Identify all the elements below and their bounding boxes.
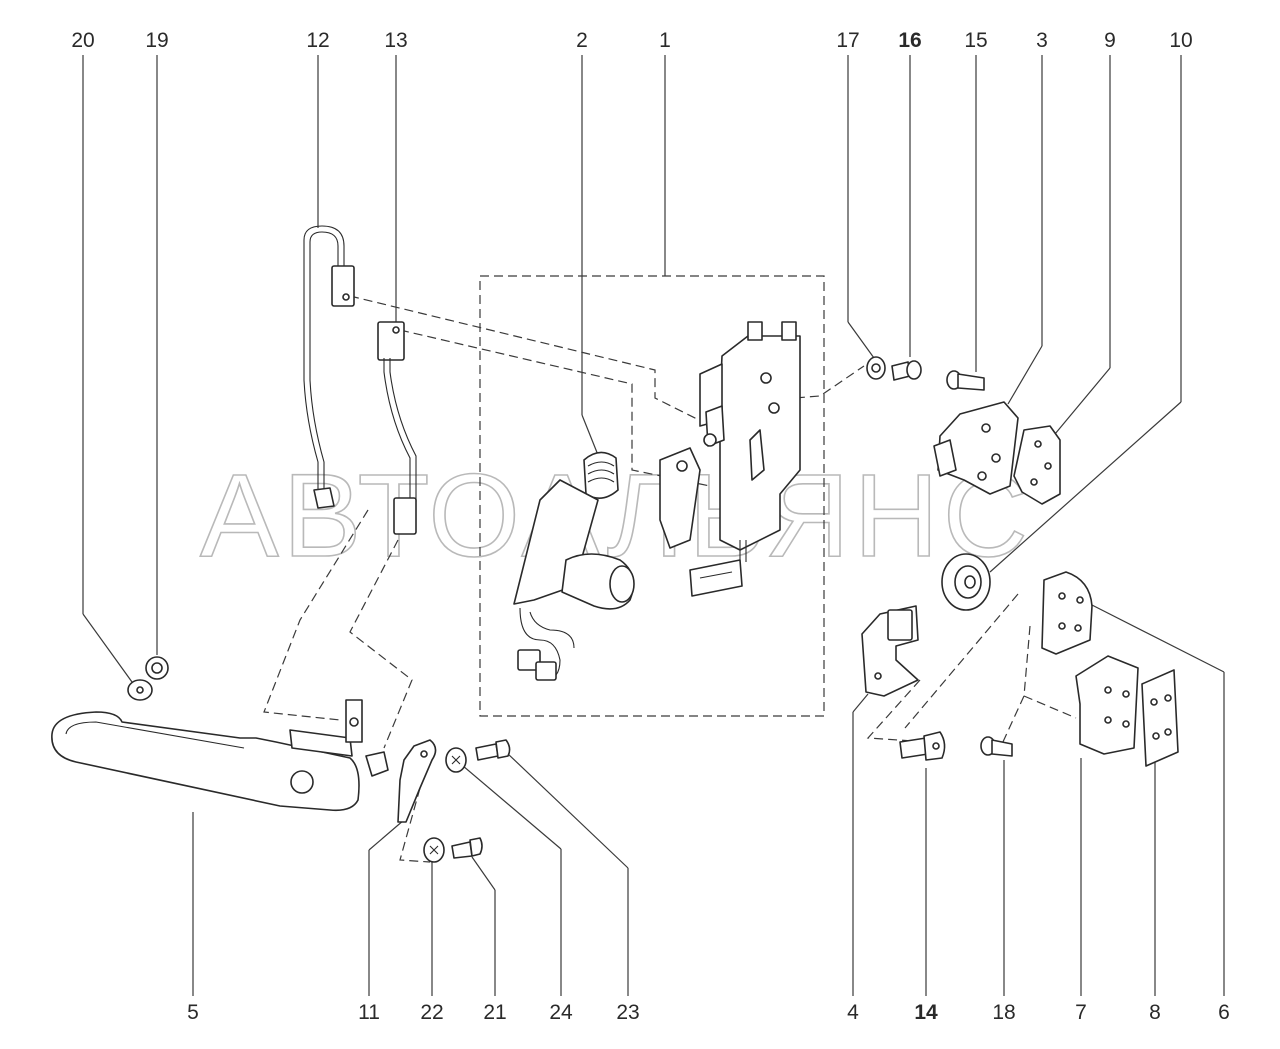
callout-16: 16 bbox=[898, 29, 921, 52]
washer-17 bbox=[866, 356, 886, 380]
gasket-8 bbox=[1141, 669, 1179, 767]
callout-15: 15 bbox=[964, 29, 987, 52]
striker-3 bbox=[933, 401, 1019, 495]
callout-14: 14 bbox=[914, 1001, 938, 1024]
callout-1: 1 bbox=[659, 29, 671, 52]
rod-13 bbox=[377, 321, 417, 535]
plate-6 bbox=[1041, 571, 1093, 655]
bottom-callouts: 5 11 22 21 24 23 4 14 18 7 8 6 bbox=[187, 1001, 1230, 1024]
lock-body-1 bbox=[659, 321, 801, 597]
bolt-14 bbox=[899, 731, 946, 761]
grommet-10 bbox=[941, 553, 991, 611]
callout-12: 12 bbox=[306, 29, 329, 52]
lock-washer-24 bbox=[445, 747, 467, 773]
top-callouts: 20 19 12 13 2 1 17 16 15 3 9 10 bbox=[71, 29, 1192, 52]
callout-23: 23 bbox=[616, 1001, 639, 1024]
washer-20 bbox=[127, 679, 153, 701]
nut-19 bbox=[145, 656, 169, 680]
bracket-11 bbox=[397, 739, 437, 823]
screw-18 bbox=[980, 736, 1013, 757]
clip-4 bbox=[861, 605, 919, 697]
callout-20: 20 bbox=[71, 29, 94, 52]
plate-9 bbox=[1013, 425, 1061, 505]
callout-9: 9 bbox=[1104, 29, 1116, 52]
callout-13: 13 bbox=[384, 29, 407, 52]
callout-7: 7 bbox=[1075, 1001, 1087, 1024]
callout-11: 11 bbox=[358, 1001, 380, 1024]
screw-23 bbox=[475, 739, 511, 761]
actuator-2 bbox=[513, 451, 635, 681]
rod-12 bbox=[303, 225, 355, 509]
callout-5: 5 bbox=[187, 1001, 199, 1024]
callout-8: 8 bbox=[1149, 1001, 1161, 1024]
callout-4: 4 bbox=[847, 1001, 859, 1024]
lock-assembly-boundary bbox=[479, 275, 825, 717]
callout-22: 22 bbox=[420, 1001, 443, 1024]
callout-10: 10 bbox=[1169, 29, 1192, 52]
bracket-7 bbox=[1075, 655, 1139, 755]
outer-handle-5 bbox=[51, 699, 389, 812]
screw-15 bbox=[946, 370, 985, 391]
callout-18: 18 bbox=[992, 1001, 1015, 1024]
callout-17: 17 bbox=[836, 29, 859, 52]
callout-6: 6 bbox=[1218, 1001, 1230, 1024]
callout-21: 21 bbox=[483, 1001, 506, 1024]
callout-19: 19 bbox=[145, 29, 168, 52]
callout-3: 3 bbox=[1036, 29, 1048, 52]
callout-24: 24 bbox=[549, 1001, 573, 1024]
screw-16 bbox=[891, 360, 922, 381]
lock-washer-22 bbox=[423, 837, 445, 863]
screw-21 bbox=[451, 837, 483, 859]
leader-lines bbox=[82, 55, 1225, 996]
callout-2: 2 bbox=[576, 29, 588, 52]
